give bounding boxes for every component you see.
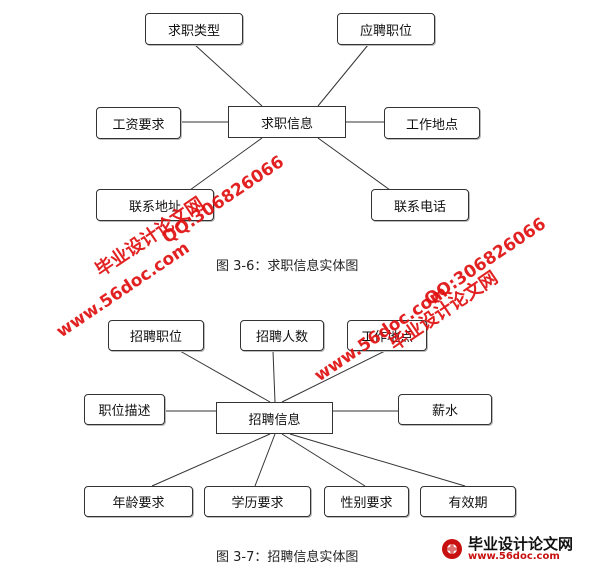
connector-d2-5 bbox=[151, 433, 271, 487]
figure-caption-3-6: 图 3-6：求职信息实体图 bbox=[216, 259, 359, 274]
entity-attribute-education-requirement: 学历要求 bbox=[204, 486, 311, 517]
watermark-logo-text: 毕业设计论文网 bbox=[468, 534, 574, 553]
entity-attribute-work-location-2: 工作地点 bbox=[347, 320, 427, 351]
entity-attribute-work-location: 工作地点 bbox=[384, 107, 480, 139]
entity-center-job-seeking-info: 求职信息 bbox=[228, 106, 346, 138]
watermark-logo-url: www.56doc.com bbox=[468, 550, 560, 562]
connector-d1-4 bbox=[189, 137, 263, 191]
entity-attribute-contact-phone: 联系电话 bbox=[371, 189, 469, 221]
connector-d2-7 bbox=[281, 433, 366, 487]
connector-d2-2 bbox=[281, 350, 386, 403]
figure-caption-3-7: 图 3-7：招聘信息实体图 bbox=[216, 550, 359, 565]
connector-d2-6 bbox=[254, 433, 276, 487]
connector-d1-0 bbox=[194, 44, 263, 107]
connector-d2-1 bbox=[272, 350, 276, 403]
entity-attribute-recruit-position: 招聘职位 bbox=[108, 320, 204, 351]
entity-attribute-salary: 薪水 bbox=[398, 394, 492, 425]
entity-attribute-salary-requirement: 工资要求 bbox=[96, 107, 181, 139]
entity-attribute-recruit-count: 招聘人数 bbox=[240, 320, 324, 351]
entity-attribute-gender-requirement: 性别要求 bbox=[324, 486, 409, 517]
entity-attribute-contact-address: 联系地址 bbox=[96, 189, 214, 221]
entity-attribute-age-requirement: 年龄要求 bbox=[84, 486, 193, 517]
connector-d1-5 bbox=[317, 137, 391, 191]
connector-d2-0 bbox=[179, 350, 271, 403]
entity-attribute-position-description: 职位描述 bbox=[84, 394, 165, 425]
connector-d1-1 bbox=[317, 44, 369, 107]
entity-center-recruitment-info: 招聘信息 bbox=[216, 402, 333, 434]
connector-d2-8 bbox=[289, 433, 466, 487]
watermark-logo: 毕业设计论文网 www.56doc.com bbox=[440, 536, 573, 562]
entity-attribute-applied-position: 应聘职位 bbox=[337, 13, 435, 45]
entity-attribute-valid-period: 有效期 bbox=[420, 486, 516, 517]
entity-attribute-job-type: 求职类型 bbox=[145, 13, 243, 45]
logo-emblem-icon bbox=[442, 539, 462, 559]
